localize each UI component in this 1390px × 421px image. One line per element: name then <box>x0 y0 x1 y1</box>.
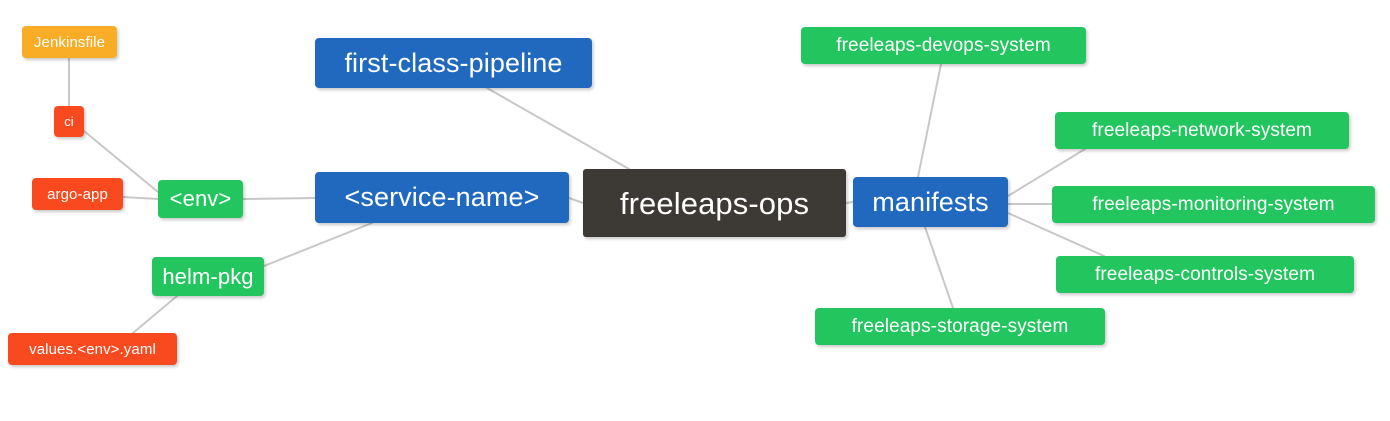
mindmap-node-jenkinsfile[interactable]: Jenkinsfile <box>22 26 117 58</box>
mindmap-node-first-class-pipeline[interactable]: first-class-pipeline <box>315 38 592 88</box>
edge-manifests-to-freeleaps-storage-system <box>924 226 954 309</box>
mindmap-node-values-env-yaml[interactable]: values.<env>.yaml <box>8 333 177 365</box>
mindmap-node-service-name[interactable]: <service-name> <box>315 172 569 223</box>
mindmap-node-freeleaps-ops[interactable]: freeleaps-ops <box>583 169 846 237</box>
edge-service-name-to-env <box>242 197 316 200</box>
edge-manifests-to-freeleaps-devops-system <box>917 63 942 178</box>
edge-freeleaps-ops-to-manifests <box>845 201 854 204</box>
mindmap-node-freeleaps-controls-system[interactable]: freeleaps-controls-system <box>1056 256 1354 293</box>
mindmap-node-ci[interactable]: ci <box>54 106 84 137</box>
mindmap-node-freeleaps-devops-system[interactable]: freeleaps-devops-system <box>801 27 1086 64</box>
mindmap-node-freeleaps-monitoring-system[interactable]: freeleaps-monitoring-system <box>1052 186 1375 223</box>
edge-freeleaps-ops-to-service-name <box>568 197 584 204</box>
mindmap-node-manifests[interactable]: manifests <box>853 177 1008 227</box>
edge-freeleaps-ops-to-first-class-pipeline <box>486 87 630 170</box>
edge-env-to-argo-app <box>122 196 159 200</box>
mindmap-node-freeleaps-storage-system[interactable]: freeleaps-storage-system <box>815 308 1105 345</box>
edge-service-name-to-helm-pkg <box>263 222 373 267</box>
mindmap-node-helm-pkg[interactable]: helm-pkg <box>152 257 264 296</box>
mindmap-node-argo-app[interactable]: argo-app <box>32 178 123 210</box>
mindmap-node-freeleaps-network-system[interactable]: freeleaps-network-system <box>1055 112 1349 149</box>
edge-helm-pkg-to-values-env-yaml <box>132 295 178 334</box>
mindmap-node-env[interactable]: <env> <box>158 180 243 218</box>
